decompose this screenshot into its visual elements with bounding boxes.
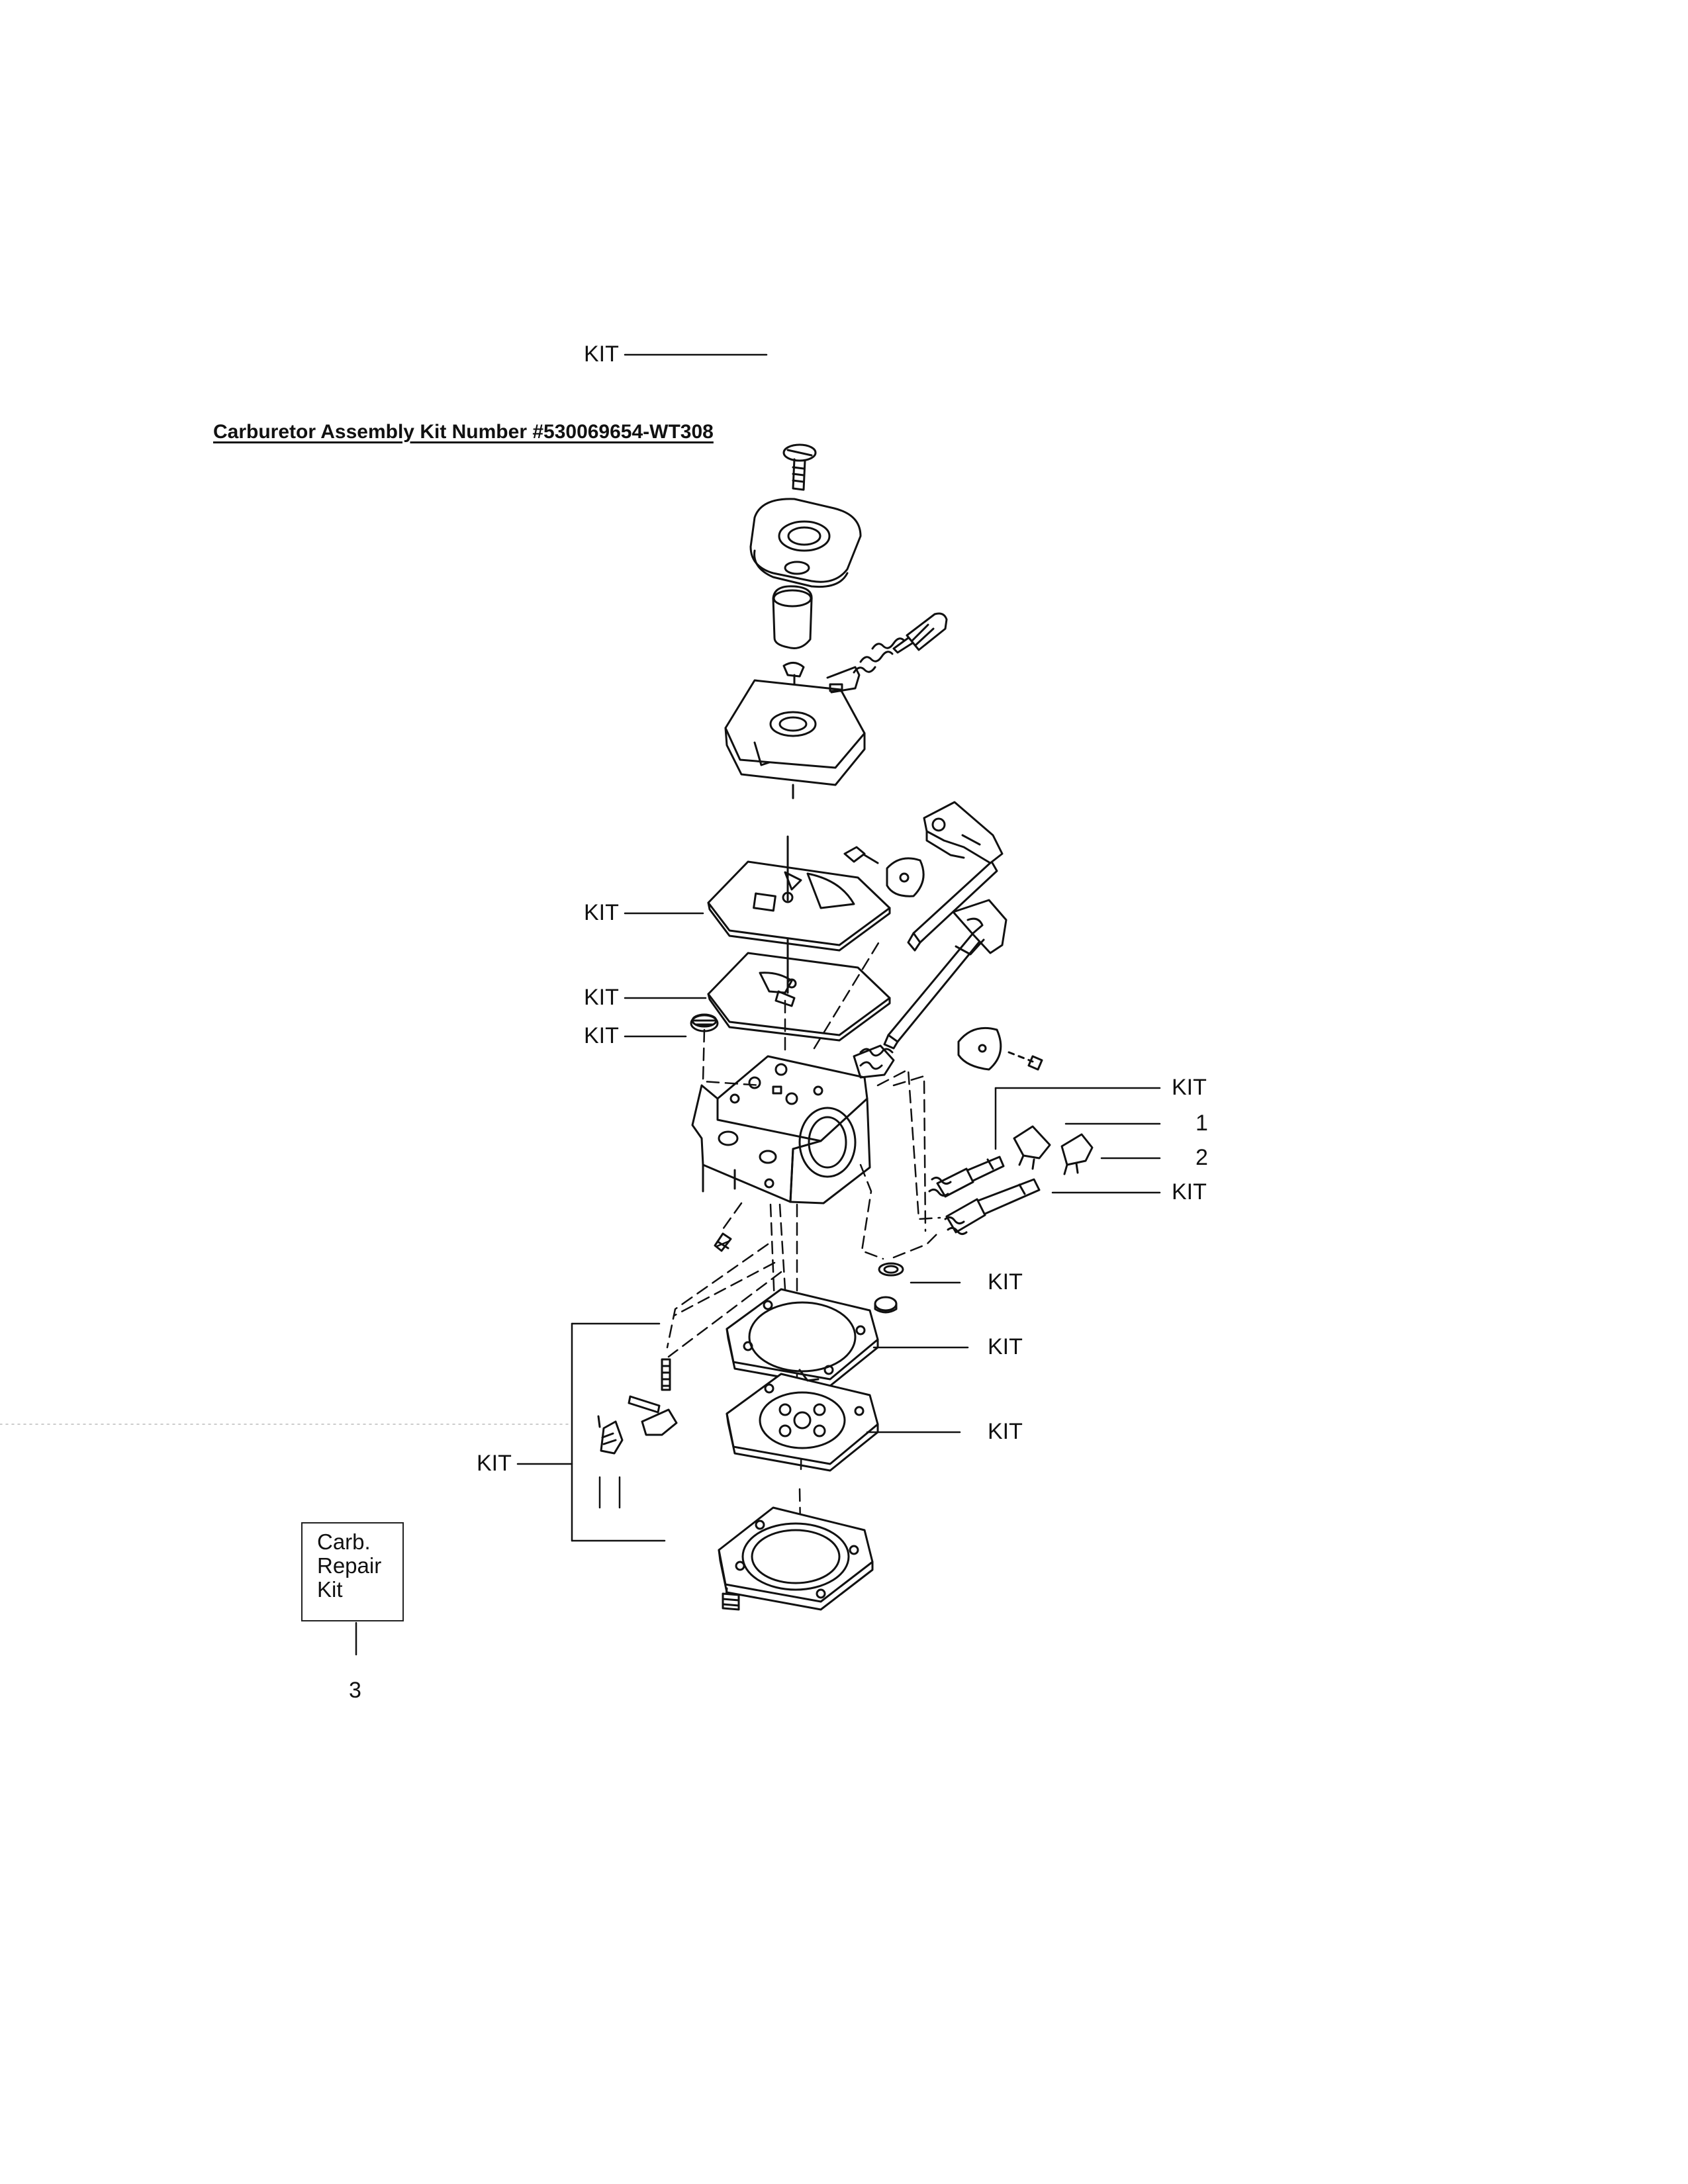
callout-kit-needle-seat: KIT <box>988 1269 1023 1295</box>
throttle-screw <box>843 846 879 864</box>
left-group-bracket <box>571 1322 666 1542</box>
needle-valve-seat <box>874 1262 904 1314</box>
callout-kit-inlet-screen: KIT <box>584 1023 619 1048</box>
callout-kit-right-top: KIT <box>1172 1075 1207 1100</box>
left-parts-group <box>597 1358 678 1455</box>
high-speed-needle <box>928 1156 1005 1198</box>
low-speed-needle <box>944 1178 1041 1236</box>
top-cover-plate <box>749 498 862 588</box>
choke-valve-disc <box>957 1026 1043 1071</box>
callout-kit-fuel-filter: KIT <box>584 341 619 367</box>
carburetor-body <box>691 1055 871 1205</box>
throttle-valve-disc <box>886 857 925 897</box>
pump-cover-body <box>724 666 866 799</box>
choke-shaft <box>883 899 1008 1050</box>
callout-kit-metering-diaphragm-lower: KIT <box>988 1419 1023 1444</box>
metering-diaphragm <box>707 938 891 1042</box>
top-screw <box>782 443 817 491</box>
pump-diaphragm-lower <box>726 1288 879 1387</box>
callout-kit-right-bottom: KIT <box>1172 1179 1207 1205</box>
leader-lines <box>355 353 1161 1656</box>
check-valve <box>782 662 805 687</box>
callout-kit-pump-gasket-upper: KIT <box>584 900 619 925</box>
inlet-screen <box>690 1013 719 1032</box>
kitbox-line-3: Kit <box>317 1577 343 1602</box>
callout-kit-metering-diaphragm: KIT <box>584 985 619 1010</box>
cover-screw <box>722 1587 740 1611</box>
idle-screw-spring <box>853 612 948 674</box>
metering-diaphragm-lower <box>726 1369 879 1472</box>
kitbox-line-1: Carb. <box>317 1529 371 1554</box>
callout-ref-2: 2 <box>1196 1145 1208 1170</box>
pump-gasket-upper <box>707 835 891 952</box>
carb-repair-kit-ref: 3 <box>349 1678 361 1703</box>
carb-repair-kit-box: Carb. Repair Kit <box>301 1522 404 1621</box>
limiter-cap-1 <box>1013 1125 1051 1170</box>
callout-ref-1: 1 <box>1196 1111 1208 1136</box>
metering-cover <box>718 1506 874 1611</box>
kitbox-line-2: Repair <box>317 1553 382 1578</box>
callout-kit-left-group: KIT <box>477 1451 512 1476</box>
callout-kit-pump-diaphragm: KIT <box>988 1334 1023 1359</box>
fuel-inlet-fitting <box>853 1044 895 1079</box>
fuel-filter <box>772 585 813 649</box>
small-body-screw <box>714 1232 732 1252</box>
page-title: Carburetor Assembly Kit Number #53006965… <box>213 421 714 443</box>
throttle-shaft <box>907 801 1004 952</box>
limiter-cap-2 <box>1060 1133 1094 1175</box>
